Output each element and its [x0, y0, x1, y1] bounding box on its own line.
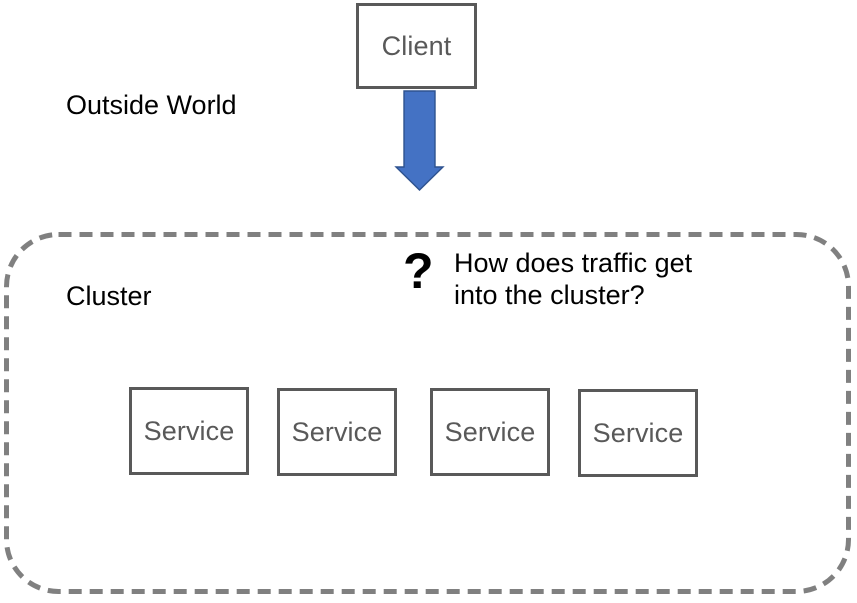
service-node-label: Service: [444, 416, 536, 447]
service-node-label: Service: [291, 416, 383, 447]
service-node[interactable]: Service: [578, 389, 698, 477]
question-annotation-line-2: into the cluster?: [454, 279, 645, 310]
service-node[interactable]: Service: [277, 388, 397, 476]
question-annotation-line-1: How does traffic get: [454, 248, 693, 278]
outside-world-label: Outside World: [66, 90, 237, 120]
question-mark-icon: ?: [403, 243, 434, 299]
cluster-boundary: [4, 232, 851, 594]
client-node-label: Client: [381, 30, 452, 61]
client-node[interactable]: Client: [356, 3, 477, 89]
down-arrow-icon: [394, 90, 446, 192]
service-node[interactable]: Service: [430, 388, 550, 476]
question-annotation: How does traffic get into the cluster?: [454, 248, 692, 311]
service-node-label: Service: [143, 415, 235, 446]
service-node-label: Service: [592, 417, 684, 448]
service-node[interactable]: Service: [129, 387, 249, 475]
cluster-label: Cluster: [66, 281, 152, 311]
